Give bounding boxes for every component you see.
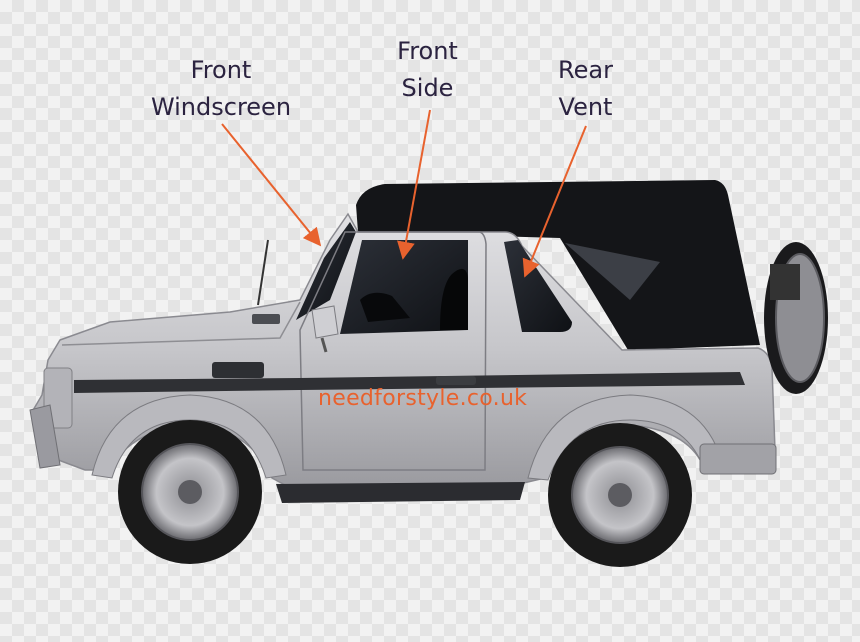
running-board bbox=[276, 482, 525, 503]
front-wheel bbox=[118, 420, 262, 564]
front-windscreen-label-line2: Windscreen bbox=[150, 93, 292, 121]
front-windscreen-glass bbox=[296, 222, 356, 320]
steering-wheel bbox=[360, 292, 410, 322]
watermark-text: needforstyle.co.uk bbox=[318, 386, 528, 411]
antenna bbox=[257, 239, 269, 306]
driver-silhouette bbox=[440, 268, 468, 330]
front-side-arrow bbox=[397, 109, 431, 260]
rear-vent-label-line1: Rear bbox=[558, 56, 613, 84]
spare-wheel-mount bbox=[770, 264, 800, 300]
hood-line bbox=[61, 301, 301, 346]
soft-top bbox=[356, 180, 760, 350]
rear-vent-window-glass bbox=[504, 240, 572, 332]
door-handle bbox=[436, 376, 476, 385]
rear-vent-label: Rear Vent bbox=[528, 52, 643, 126]
rear-vent-arrow bbox=[522, 125, 587, 278]
rear-vent-label-line2: Vent bbox=[558, 93, 613, 121]
turn-indicator bbox=[212, 362, 264, 378]
hood-vent bbox=[252, 314, 280, 324]
front-windscreen-label: Front Windscreen bbox=[136, 52, 306, 126]
rear-quarter-window bbox=[565, 243, 660, 300]
front-windscreen-label-line1: Front bbox=[190, 56, 252, 84]
front-side-label: Front Side bbox=[370, 33, 485, 107]
rear-wheel bbox=[548, 423, 692, 567]
front-door bbox=[299, 231, 487, 471]
rear-bumper bbox=[699, 443, 777, 475]
body-stripe bbox=[74, 372, 745, 393]
front-bumper bbox=[29, 404, 61, 469]
front-side-label-line2: Side bbox=[401, 74, 454, 102]
front-wheel-arch bbox=[91, 394, 287, 479]
front-side-label-line1: Front bbox=[397, 37, 458, 65]
mirror-arm bbox=[320, 337, 328, 353]
side-mirror bbox=[311, 305, 339, 339]
windscreen-arrow bbox=[221, 123, 322, 247]
